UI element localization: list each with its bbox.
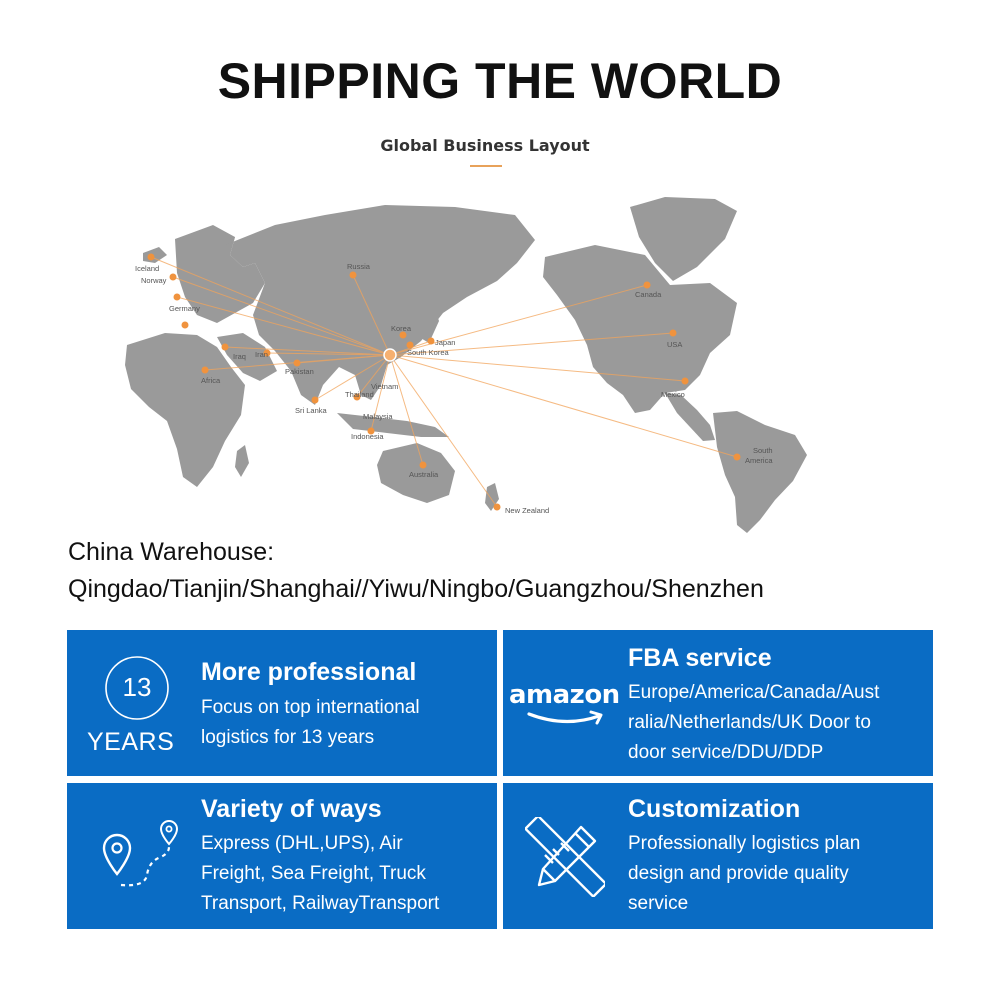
label-new-zealand: New Zealand <box>505 506 549 515</box>
amazon-smile-icon <box>527 710 603 725</box>
card-customization: Customization Professionally logistics p… <box>503 783 933 929</box>
card-professional: 13 YEARS More professional Focus on top … <box>67 630 497 776</box>
card-variety: Variety of ways Express (DHL,UPS), Air F… <box>67 783 497 929</box>
label-iceland: Iceland <box>135 264 159 273</box>
iceland-shape <box>143 247 167 263</box>
label-sri-lanka: Sri Lanka <box>295 406 328 415</box>
label-australia: Australia <box>409 470 439 479</box>
north-america-shape <box>543 245 737 413</box>
south-america-shape <box>713 411 807 533</box>
section-subtitle: Global Business Layout <box>380 136 590 155</box>
page-title: SHIPPING THE WORLD <box>217 53 783 109</box>
continents <box>125 197 807 533</box>
card-fba: amazon FBA service Europe/America/Canada… <box>503 630 933 776</box>
label-japan: Japan <box>435 338 455 347</box>
arabia-shape <box>217 333 277 381</box>
warehouse-heading: China Warehouse: <box>68 538 275 566</box>
label-mexico: Mexico <box>661 390 685 399</box>
europe-shape <box>175 225 265 323</box>
central-america-shape <box>665 393 715 441</box>
label-iran: Iran <box>255 350 268 359</box>
asia-shape <box>225 205 535 405</box>
location-markers <box>147 253 741 511</box>
warehouse-cities: Qingdao/Tianjin/Shanghai//Yiwu/Ningbo/Gu… <box>68 575 764 603</box>
map-pin-route-icon <box>102 819 179 887</box>
card-text-customization: Professionally logistics plan design and… <box>628 833 861 914</box>
indonesia-shape <box>337 413 449 437</box>
africa-shape <box>125 333 245 487</box>
label-iraq: Iraq <box>233 352 246 361</box>
label-korea: Korea <box>391 324 412 333</box>
label-south-america-1: South <box>753 446 773 455</box>
card-title-professional: More professional <box>201 658 417 686</box>
label-usa: USA <box>667 340 682 349</box>
card-title-fba: FBA service <box>628 644 772 672</box>
label-malaysia: Malaysia <box>363 412 393 421</box>
card-text-variety: Express (DHL,UPS), Air Freight, Sea Frei… <box>201 833 440 914</box>
label-pakistan: Pakistan <box>285 367 314 376</box>
label-norway: Norway <box>141 276 167 285</box>
world-map: Iceland Norway Germany Russia Korea Japa… <box>125 197 807 533</box>
hub-marker <box>383 348 397 362</box>
card-text-fba: Europe/America/Canada/Aust ralia/Netherl… <box>628 682 880 763</box>
warehouse-info: China Warehouse: Qingdao/Tianjin/Shangha… <box>68 534 948 608</box>
label-vietnam: Vietnam <box>371 382 398 391</box>
map-labels: Iceland Norway Germany Russia Korea Japa… <box>135 262 773 515</box>
label-south-korea: South Korea <box>407 348 450 357</box>
label-canada: Canada <box>635 290 662 299</box>
label-russia: Russia <box>347 262 371 271</box>
australia-shape <box>377 443 455 503</box>
years-number: 13 <box>122 672 152 702</box>
japan-shape <box>419 303 439 343</box>
label-indonesia: Indonesia <box>351 432 384 441</box>
card-text-professional: Focus on top international logistics for… <box>201 697 420 748</box>
greenland-shape <box>630 197 737 281</box>
ruler-pencil-icon <box>525 817 605 897</box>
label-south-america-2: America <box>745 456 773 465</box>
madagascar-shape <box>235 445 249 477</box>
label-germany: Germany <box>169 304 200 313</box>
shipping-routes <box>150 256 738 508</box>
label-africa: Africa <box>201 376 221 385</box>
years-badge-icon <box>105 656 169 720</box>
amazon-logo: amazon <box>509 680 620 710</box>
card-title-variety: Variety of ways <box>201 795 382 823</box>
years-word: YEARS <box>87 728 175 756</box>
card-title-customization: Customization <box>628 795 801 823</box>
label-thailand: Thailand <box>345 390 374 399</box>
subtitle-underline <box>470 165 502 167</box>
